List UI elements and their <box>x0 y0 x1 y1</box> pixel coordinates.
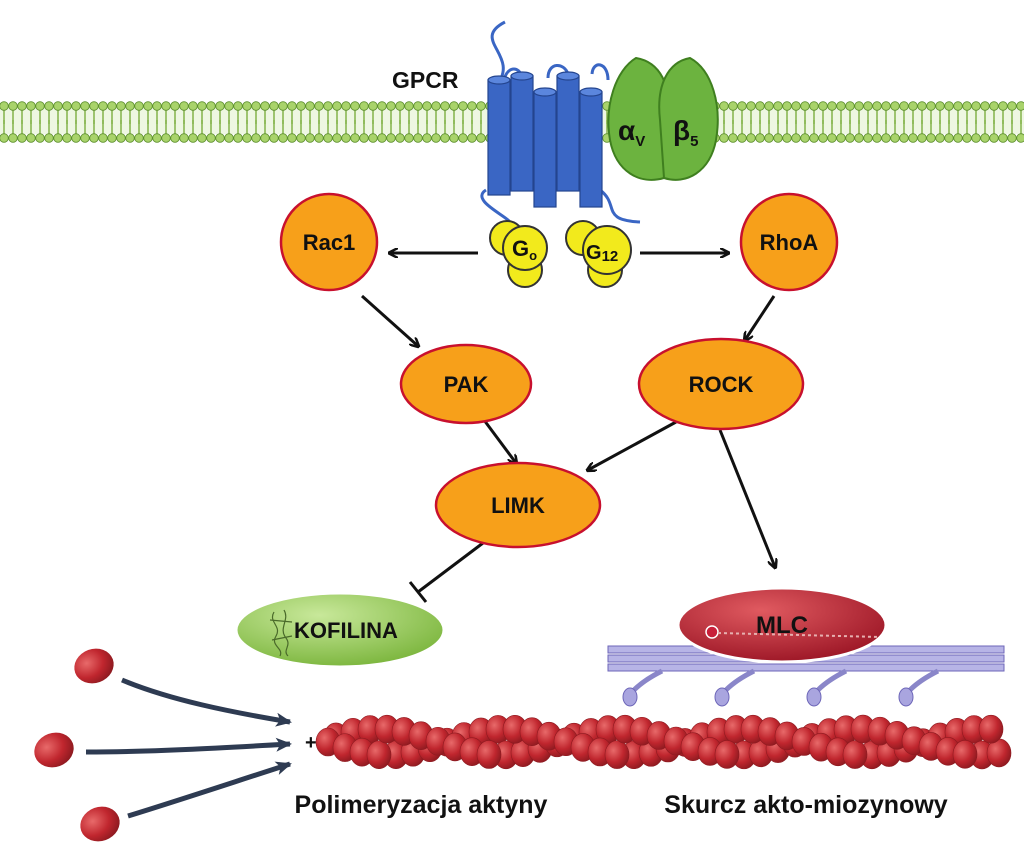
kofilina-protein-icon <box>269 609 293 657</box>
mlc-chain-icon <box>705 625 881 639</box>
beta-label: β5 <box>673 115 698 150</box>
inhibit-limk-to-kofilina <box>417 541 484 594</box>
node-rac1: Rac1 <box>279 192 379 292</box>
gpcr-label: GPCR <box>392 67 459 93</box>
mlc-label: MLC <box>756 612 808 639</box>
plus-end-label: + <box>305 732 317 754</box>
skurcz-label: Skurcz akto-miozynowy <box>664 791 947 819</box>
alpha-label: αV <box>618 115 645 150</box>
node-rock: ROCK <box>637 337 805 431</box>
node-kofilina: KOFILINA <box>234 591 446 669</box>
rac1-label: Rac1 <box>303 230 356 255</box>
actin-monomers <box>34 648 120 842</box>
arrow-rock-to-mlc <box>718 429 775 567</box>
arrow-pak-to-limk <box>482 419 516 463</box>
polimeryzacja-label: Polimeryzacja aktyny <box>295 791 548 819</box>
actin-filament <box>315 714 1012 770</box>
node-limk: LIMK <box>434 461 602 549</box>
node-mlc: MLC <box>676 586 888 664</box>
arrow-rhoa-to-rock <box>745 295 776 340</box>
kofilina-label: KOFILINA <box>294 618 398 643</box>
pak-label: PAK <box>444 372 489 397</box>
arrow-rac1-to-pak <box>361 294 418 346</box>
node-rhoa: RhoA <box>739 192 839 292</box>
gpcr-receptor <box>480 20 641 224</box>
node-pak: PAK <box>399 343 533 425</box>
inhibit-bar <box>408 581 428 603</box>
actin-arrows <box>85 677 292 819</box>
g-protein-go: Go <box>489 220 548 288</box>
limk-label: LIMK <box>491 493 545 518</box>
g-protein-g12: G12 <box>565 220 632 288</box>
pathway-arrows <box>361 253 776 603</box>
arrow-rock-to-limk <box>588 420 677 470</box>
g12-label: G12 <box>586 242 618 265</box>
go-label: Go <box>512 236 537 263</box>
rock-label: ROCK <box>689 372 754 397</box>
integrin-dimer: αV β5 <box>607 56 719 181</box>
rhoa-label: RhoA <box>760 230 819 255</box>
